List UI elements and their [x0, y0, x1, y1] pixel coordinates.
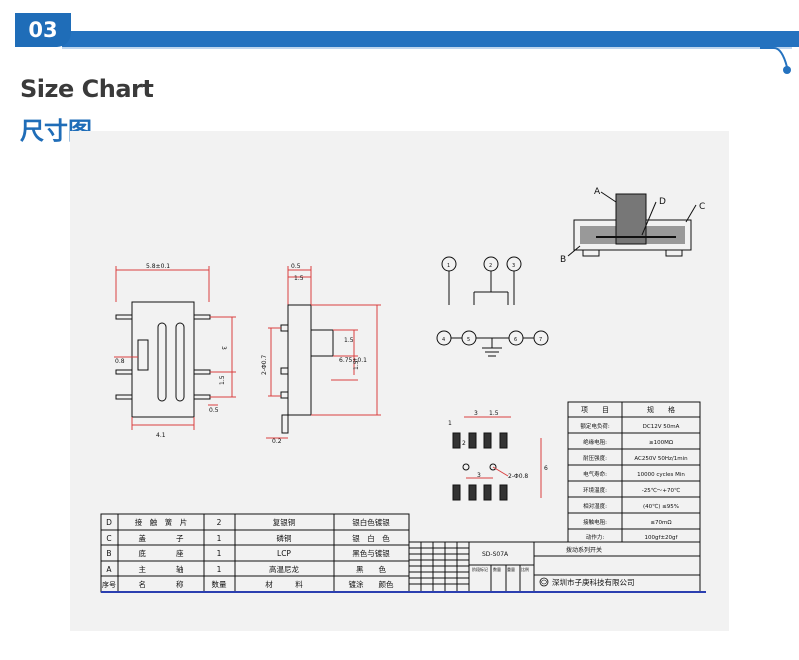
dim-side-hole: 2-Φ0.7 [261, 355, 268, 375]
dim-pcb-6: 6 [544, 465, 548, 472]
section-header: 03 [0, 0, 799, 74]
pin-label-6: 6 [514, 337, 517, 343]
side-view [266, 266, 381, 439]
pin-label-2: 2 [489, 263, 492, 269]
pin-label-3: 3 [512, 263, 515, 269]
dim-pcb-2: 2 [462, 440, 466, 447]
bom-row-2-id: B [106, 549, 111, 558]
front-view [114, 266, 236, 430]
spec-row-3-label: 电气寿命: [583, 470, 607, 478]
bom-row-0-material: 复银铜 [273, 517, 296, 527]
bom-row-0-finish: 银白色镀银 [352, 517, 390, 527]
bom-header-finish: 镀涂 颜色 [349, 579, 394, 589]
pin-label-1: 1 [447, 263, 450, 269]
spec-row-1-label: 绝缘电阻: [583, 438, 607, 446]
dim-pcb-hole: 2-Φ0.8 [508, 473, 528, 480]
spec-row-5-value: (40℃) ≤95% [643, 503, 679, 510]
dim-front-15: 1.5 [219, 375, 226, 385]
dim-front-05: 0.5 [209, 407, 219, 414]
schematic [436, 256, 549, 357]
dim-pcb-3b: 3 [477, 472, 481, 479]
spec-header-value: 规 格 [647, 405, 675, 414]
dim-pcb-3: 3 [474, 410, 478, 417]
dim-pcb-1: 1 [448, 420, 452, 427]
cross-section [567, 191, 697, 257]
spec-table-grid [567, 401, 701, 543]
spec-row-4-value: -25℃～+70℃ [642, 487, 680, 494]
dim-side-height: 6.75±0.1 [339, 357, 367, 364]
header-curve [760, 47, 788, 68]
dim-side-top: 0.5 [291, 263, 301, 270]
title-block-weight: 重量 [507, 566, 515, 572]
cross-section-label-c: C [699, 202, 705, 212]
spec-row-7-value: 100gf±20gf [645, 535, 679, 541]
page-title-en: Size Chart [20, 75, 154, 103]
spec-row-2-label: 耐压强度: [583, 454, 607, 462]
spec-row-0-label: 额定电负荷: [580, 422, 610, 430]
dim-left-small: 0.8 [115, 358, 125, 365]
bom-row-3-finish: 黑 色 [356, 564, 386, 574]
spec-row-4-label: 环境温度: [583, 486, 607, 494]
pin-label-7: 7 [539, 337, 542, 343]
dim-front-3: 3 [220, 346, 227, 350]
bom-row-1-qty: 1 [217, 534, 222, 543]
bom-row-1-name: 盖 子 [139, 533, 184, 543]
dim-pcb-15: 1.5 [489, 410, 499, 417]
bom-row-2-material: LCP [277, 549, 291, 558]
bom-header-name: 名 称 [139, 579, 184, 589]
spec-row-1-value: ≥100MΩ [649, 440, 673, 446]
spec-row-6-label: 接触电阻: [583, 518, 607, 526]
cross-section-label-a: A [594, 187, 601, 197]
title-block-grid [408, 541, 701, 593]
dim-width-top: 5.8±0.1 [146, 263, 170, 270]
bom-row-1-material: 磷铜 [277, 533, 292, 543]
bom-row-2-qty: 1 [217, 549, 222, 558]
spec-header-item: 项 目 [581, 406, 609, 414]
pin-label-5: 5 [467, 337, 470, 343]
title-block-model: SD-S07A [482, 551, 509, 558]
company-logo-icon [539, 577, 549, 587]
spec-row-7-label: 动作力: [586, 533, 605, 541]
pcb-layout [452, 416, 542, 501]
header-underline [62, 47, 792, 49]
bom-header-qty: 数量 [212, 579, 227, 589]
title-block-scale: 比例 [521, 566, 529, 572]
bom-row-2-finish: 黑色与镀银 [352, 548, 390, 558]
spec-row-5-label: 相对湿度: [583, 502, 607, 510]
bom-row-3-material: 高温尼龙 [269, 564, 299, 574]
dim-width-bottom: 4.1 [156, 432, 166, 439]
cross-section-label-d: D [659, 197, 666, 207]
bom-row-1-id: C [106, 534, 111, 543]
bom-row-1-finish: 银 白 色 [352, 533, 390, 543]
dim-side-15: 1.5 [294, 275, 304, 282]
pin-label-4: 4 [442, 337, 445, 343]
title-block-qty: 数量 [493, 566, 501, 572]
title-block-product: 拨动系列开关 [566, 546, 602, 554]
bom-row-2-name: 底 座 [139, 548, 184, 558]
technical-drawing: 5.8±0.1 4.1 0.8 3 1.5 0.5 0.5 1.5 2-Φ0.7… [100, 187, 706, 593]
title-block-stage: 阶段标记 [472, 566, 488, 572]
bom-row-3-name: 主 轴 [139, 564, 184, 574]
dim-side-15c: 1.5 [353, 360, 360, 370]
bom-row-0-name: 接 触 簧 片 [135, 517, 188, 527]
header-dot-icon [783, 66, 791, 74]
header-bar [62, 31, 799, 47]
spec-row-0-value: DC12V 50mA [643, 424, 680, 430]
bom-row-3-qty: 1 [217, 565, 222, 574]
bom-row-0-qty: 2 [217, 518, 222, 527]
spec-row-2-value: AC250V 50Hz/1min [634, 456, 688, 462]
bom-header-id: 序号 [102, 580, 116, 589]
bom-row-3-id: A [106, 565, 112, 574]
dim-side-02: 0.2 [272, 438, 282, 445]
bom-header-material: 材 料 [265, 579, 303, 589]
cross-section-label-b: B [560, 255, 566, 265]
spec-row-3-value: 10000 cycles Min [637, 472, 685, 478]
spec-row-6-value: ≤70mΩ [650, 520, 671, 526]
dim-side-15b: 1.5 [344, 337, 354, 344]
bom-row-0-id: D [106, 518, 112, 527]
section-number-badge: 03 [15, 13, 71, 47]
section-number: 03 [28, 18, 58, 42]
title-block-company: 深圳市子庚科技有限公司 [552, 577, 635, 587]
